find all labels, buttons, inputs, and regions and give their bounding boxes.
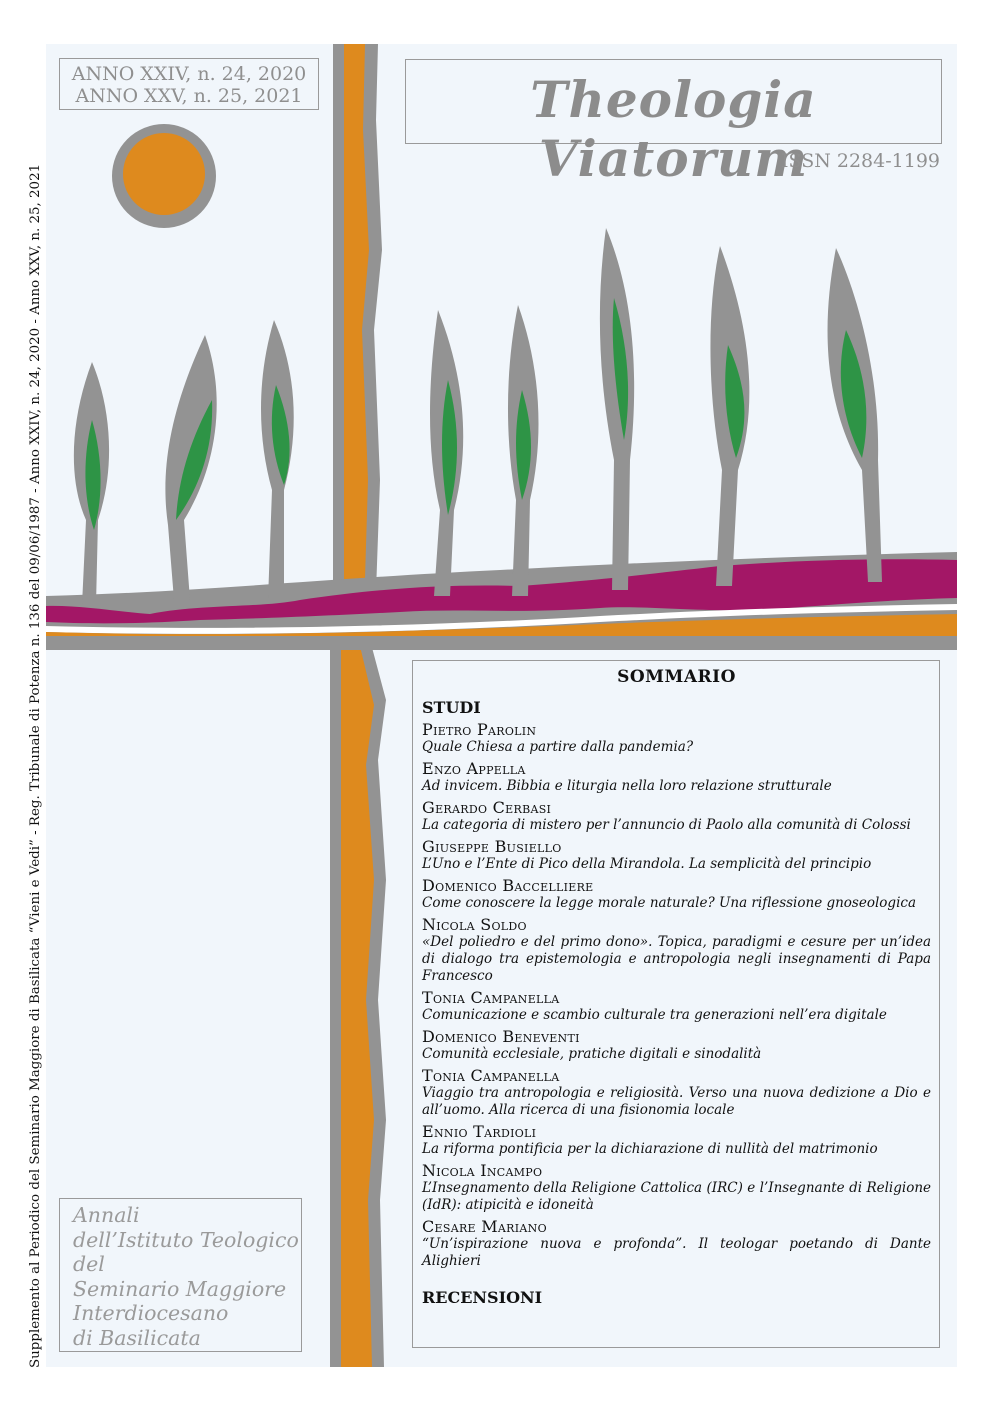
sun-center [123,133,205,215]
toc-entry: Nicola Soldo «Del poliedro e del primo d… [422,915,931,985]
toc-author: Giuseppe Busiello [422,837,562,856]
toc-title: L’Insegnamento della Religione Cattolica… [422,1180,931,1213]
tree-1 [73,362,110,605]
ground-band-orange [46,614,957,636]
toc-author: Domenico Baccelliere [422,876,594,895]
tree-5 [507,305,539,596]
toc-entry: Domenico Beneventi Comunità ecclesiale, … [422,1027,931,1063]
toc-author: Domenico Beneventi [422,1027,580,1046]
toc-title: «Del poliedro e del primo dono». Topica,… [422,934,931,984]
side-registration-text: Supplemento al Periodico del Seminario M… [28,163,43,1368]
toc-title: “Un’ispirazione nuova e profonda”. Il te… [422,1236,931,1269]
journal-title: Theologia Viatorum [530,70,817,188]
toc-title: La categoria di mistero per l’annuncio d… [422,817,911,833]
issn: ISSN 2284-1199 [781,150,940,172]
toc-entry: Tonia Campanella Viaggio tra antropologi… [422,1066,931,1119]
toc-entry: Domenico Baccelliere Come conoscere la l… [422,876,931,912]
title-box: Theologia Viatorum [405,59,942,188]
toc-author: Ennio Tardioli [422,1122,537,1141]
toc-entry: Nicola Incampo L’Insegnamento della Reli… [422,1161,931,1214]
annali-line: del [73,1252,105,1276]
annali-line: dell’Istituto Teologico [73,1227,299,1252]
tree-4 [430,310,464,596]
sommario-box: SOMMARIO STUDI Pietro Parolin Quale Chie… [412,660,940,1348]
toc-author: Gerardo Cerbasi [422,798,552,817]
toc-author: Tonia Campanella [422,988,560,1007]
toc-entry: Giuseppe Busiello L’Uno e l’Ente di Pico… [422,837,931,873]
ground-band-bottom [46,636,957,648]
toc-entry: Gerardo Cerbasi La categoria di mistero … [422,798,931,834]
toc-title: Quale Chiesa a partire dalla pandemia? [422,739,694,755]
toc-title: L’Uno e l’Ente di Pico della Mirandola. … [422,856,872,872]
annali-line: Interdiocesano [73,1301,229,1325]
toc-entry: Pietro Parolin Quale Chiesa a partire da… [422,720,931,756]
toc-author: Nicola Soldo [422,915,527,934]
ground-band-white-line [46,604,957,634]
toc-entry: Cesare Mariano “Un’ispirazione nuova e p… [422,1217,931,1270]
section-recensioni: RECENSIONI [422,1288,543,1307]
toc-entry: Tonia Campanella Comunicazione e scambio… [422,988,931,1024]
toc-title: La riforma pontificia per la dichiarazio… [422,1141,878,1157]
section-studi: STUDI [422,698,481,717]
toc-title: Comunità ecclesiale, pratiche digitali e… [422,1046,762,1062]
toc-author: Nicola Incampo [422,1161,543,1180]
annali-box: Annali dell’Istituto Teologico del Semin… [59,1198,302,1352]
cover-background [46,44,957,1367]
tree-8 [827,248,882,582]
tree-7 [710,246,750,586]
toc-title: Come conoscere la legge morale naturale?… [422,895,916,911]
toc-entry: Enzo Appella Ad invicem. Bibbia e liturg… [422,759,931,795]
issue-line-2: ANNO XXV, n. 25, 2021 [75,85,303,107]
toc-author: Tonia Campanella [422,1066,560,1085]
toc-entry: Ennio Tardioli La riforma pontificia per… [422,1122,931,1158]
issue-line-1: ANNO XXIV, n. 24, 2020 [71,63,307,85]
sommario-title: SOMMARIO [617,667,736,687]
toc-title: Viaggio tra antropologia e religiosità. … [422,1085,931,1118]
tree-6 [599,228,635,590]
toc-author: Enzo Appella [422,759,526,778]
annali-line: di Basilicata [73,1325,201,1350]
cross-vertical-upper-orange [344,44,369,612]
annali-line: Annali [73,1203,140,1227]
issue-box: ANNO XXIV, n. 24, 2020 ANNO XXV, n. 25, … [59,58,319,110]
cross-vertical-lower-orange [341,646,374,1367]
toc-title: Ad invicem. Bibbia e liturgia nella loro… [422,778,832,794]
tree-3 [261,320,294,600]
annali-line: Seminario Maggiore [73,1276,287,1301]
toc-author: Pietro Parolin [422,720,537,739]
tree-2 [165,335,217,600]
toc-title: Comunicazione e scambio culturale tra ge… [422,1007,887,1023]
toc-author: Cesare Mariano [422,1217,547,1236]
